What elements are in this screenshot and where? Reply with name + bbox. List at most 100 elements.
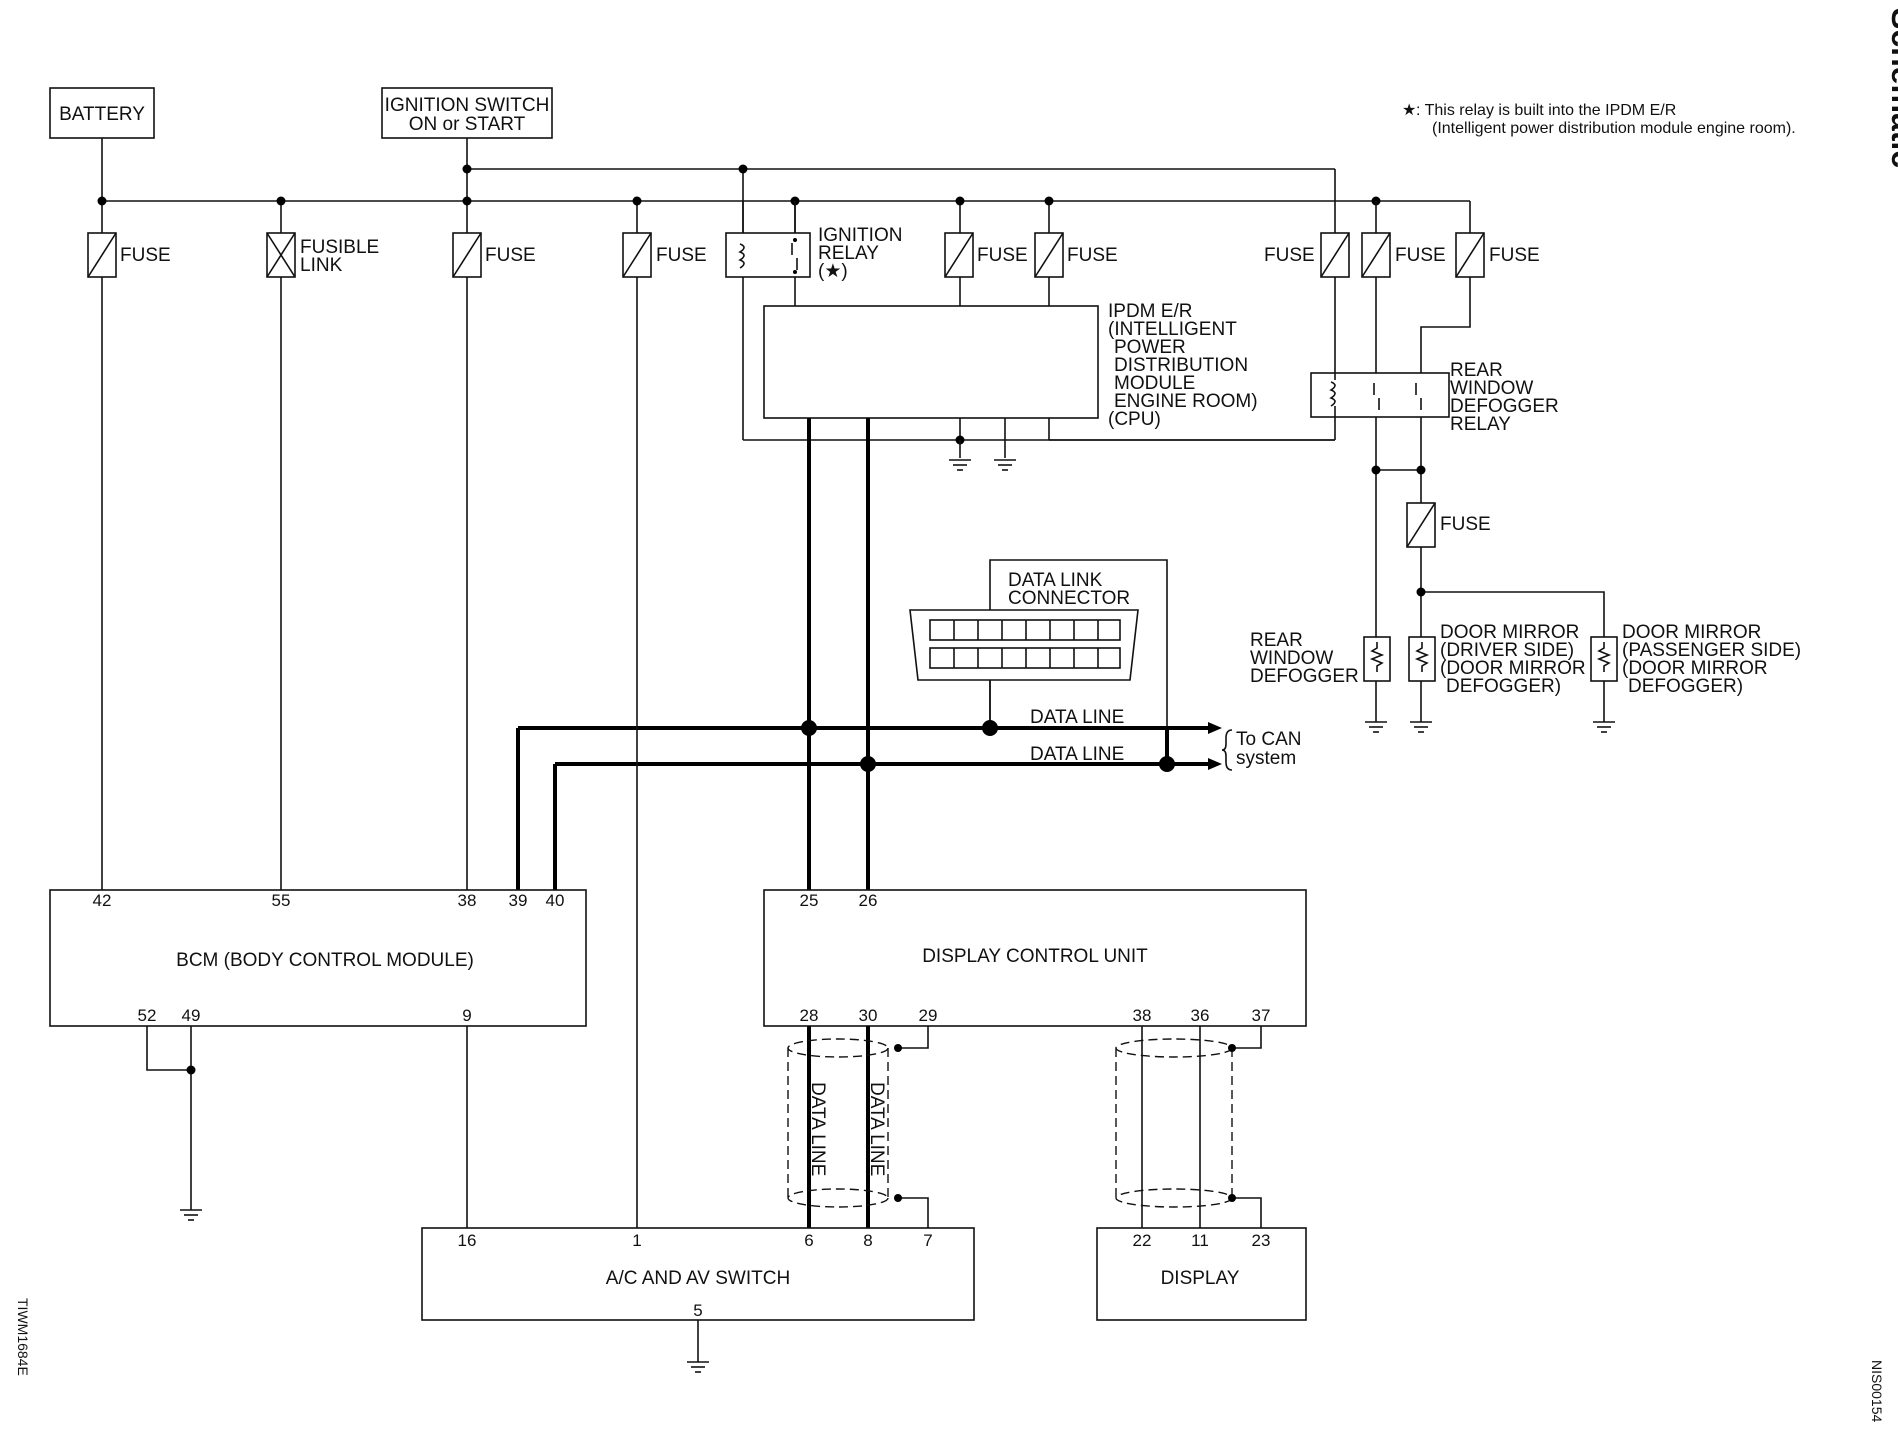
rear-window-defogger-label-3: DEFOGGER — [1250, 666, 1359, 687]
battery-label: BATTERY — [59, 104, 145, 125]
ignition-switch-source: IGNITION SWITCH ON or START — [381, 87, 553, 139]
av-switch-label: A/C AND AV SWITCH — [606, 1268, 790, 1289]
fuse-ipdm-1: FUSE — [944, 232, 1028, 278]
connector-pin-grid — [953, 620, 1099, 668]
door-mirror-driver-label-1: DOOR MIRROR — [1440, 622, 1579, 643]
ac-av-switch: A/C AND AV SWITCH 16 1 6 8 7 5 — [421, 1227, 975, 1373]
note-star: ★ — [1402, 102, 1416, 119]
ignition-relay-label-3: (★) — [818, 261, 848, 282]
fuse-label: FUSE — [1067, 245, 1118, 266]
data-line-vertical-2: DATA LINE — [866, 1082, 887, 1176]
fuse-label: FUSE — [120, 245, 171, 266]
bcm-pin: 52 — [138, 1006, 157, 1025]
fuse-label: FUSE — [1395, 245, 1446, 266]
rear-window-defogger-label-2: WINDOW — [1250, 648, 1333, 669]
door-mirror-driver: DOOR MIRROR (DRIVER SIDE) (DOOR MIRROR D… — [1408, 622, 1586, 733]
dcu-pin: 38 — [1133, 1006, 1152, 1025]
ipdm-ground-2 — [994, 459, 1016, 471]
ipdm-module: IPDM E/R (INTELLIGENT POWER DISTRIBUTION… — [763, 301, 1258, 430]
ipdm-label-6: ENGINE ROOM) — [1114, 391, 1258, 412]
display-pin: 22 — [1133, 1231, 1152, 1250]
dcu-pin: 26 — [859, 891, 878, 910]
door-mirror-passenger-label-1: DOOR MIRROR — [1622, 622, 1761, 643]
dcu-pin: 36 — [1191, 1006, 1210, 1025]
rear-window-defogger-label-1: REAR — [1250, 630, 1303, 651]
bcm-pin: 39 — [509, 891, 528, 910]
fuse-label: FUSE — [485, 245, 536, 266]
relay-coil-icon — [738, 243, 745, 269]
fuse-label: FUSE — [1489, 245, 1540, 266]
av-switch-pin: 16 — [458, 1231, 477, 1250]
bcm-pin: 38 — [458, 891, 477, 910]
ipdm-label-2: (INTELLIGENT — [1108, 319, 1237, 340]
ipdm-wiring — [742, 277, 1335, 458]
bcm-pin: 9 — [462, 1006, 471, 1025]
dcu-pin: 29 — [919, 1006, 938, 1025]
battery-source: BATTERY — [49, 87, 155, 139]
rear-defogger-relay-label-2: WINDOW — [1450, 378, 1533, 399]
bcm-pin: 42 — [93, 891, 112, 910]
door-mirror-driver-label-2: (DRIVER SIDE) — [1440, 640, 1574, 661]
figure-code-left: TIWM1684E — [15, 1298, 31, 1376]
power-buses — [97, 138, 1471, 234]
display-label: DISPLAY — [1161, 1268, 1240, 1289]
fuse-defogger-1: FUSE — [1361, 232, 1446, 278]
fuse-ignition: FUSE — [452, 232, 536, 278]
bcm-module: BCM (BODY CONTROL MODULE) 42 55 38 39 40… — [49, 889, 587, 1027]
ignition-relay-label-2: RELAY — [818, 243, 879, 264]
bcm-pin: 40 — [546, 891, 565, 910]
dlc-label-2: CONNECTOR — [1008, 588, 1130, 609]
can-data-lines: DATA LINE DATA LINE To CAN system — [516, 418, 1301, 890]
ipdm-ground-1 — [949, 459, 971, 471]
dcu-pin: 25 — [800, 891, 819, 910]
ignition-relay: IGNITION RELAY (★) — [725, 201, 902, 282]
brace-icon — [1221, 729, 1233, 771]
dcu-pin: 30 — [859, 1006, 878, 1025]
av-switch-pin: 5 — [693, 1301, 702, 1320]
to-can-label-1: To CAN — [1236, 729, 1301, 750]
fuse-label: FUSE — [656, 245, 707, 266]
heater-element-icon — [1369, 642, 1385, 672]
bcm-wiring — [101, 277, 638, 1228]
ignition-relay-label-1: IGNITION — [818, 225, 902, 246]
data-line-label-2: DATA LINE — [1030, 744, 1124, 765]
defogger-wiring — [1371, 277, 1605, 650]
figure-code-right: NIS00154 — [1869, 1360, 1885, 1422]
fuse-label: FUSE — [1264, 245, 1315, 266]
arrow-icon — [1208, 758, 1222, 770]
rear-defogger-relay-label-3: DEFOGGER — [1450, 396, 1559, 417]
ipdm-label-3: POWER — [1114, 337, 1186, 358]
rear-defogger-relay-label-1: REAR — [1450, 360, 1503, 381]
data-line-label-1: DATA LINE — [1030, 707, 1124, 728]
dlc-label-1: DATA LINK — [1008, 570, 1103, 591]
door-mirror-driver-label-3: (DOOR MIRROR — [1440, 658, 1586, 679]
relay-coil-icon — [1329, 381, 1336, 407]
display-pin: 23 — [1252, 1231, 1271, 1250]
display-unit: DISPLAY 22 11 23 — [1096, 1227, 1307, 1321]
fusible-link: FUSIBLE LINK — [266, 232, 379, 278]
door-mirror-passenger-label-4: DEFOGGER) — [1628, 676, 1743, 697]
av-switch-pin: 7 — [923, 1231, 932, 1250]
fuse-label: FUSE — [1440, 514, 1491, 535]
ipdm-label-7: (CPU) — [1108, 409, 1161, 430]
fuse-battery: FUSE — [87, 232, 171, 278]
ignition-switch-label-2: ON or START — [409, 114, 526, 135]
fuse-av-switch: FUSE — [622, 232, 707, 278]
bcm-pin: 49 — [182, 1006, 201, 1025]
to-can-label-2: system — [1236, 748, 1296, 769]
data-link-connector: DATA LINK CONNECTOR — [909, 559, 1168, 728]
display-control-unit: DISPLAY CONTROL UNIT 25 26 28 30 29 38 3… — [763, 889, 1307, 1027]
ignition-switch-label-1: IGNITION SWITCH — [385, 95, 550, 116]
ipdm-label-4: DISTRIBUTION — [1114, 355, 1248, 376]
fuse-ipdm-2: FUSE — [1034, 232, 1118, 278]
heater-element-icon — [1414, 642, 1430, 672]
rear-defogger-relay-label-4: RELAY — [1450, 414, 1511, 435]
relay-note: ★ : This relay is built into the IPDM E/… — [1402, 102, 1796, 137]
av-switch-pin: 6 — [804, 1231, 813, 1250]
dcu-label: DISPLAY CONTROL UNIT — [922, 946, 1148, 967]
av-switch-pin: 8 — [863, 1231, 872, 1250]
dcu-pin: 37 — [1252, 1006, 1271, 1025]
fuse-label: FUSE — [977, 245, 1028, 266]
door-mirror-passenger-label-2: (PASSENGER SIDE) — [1622, 640, 1801, 661]
